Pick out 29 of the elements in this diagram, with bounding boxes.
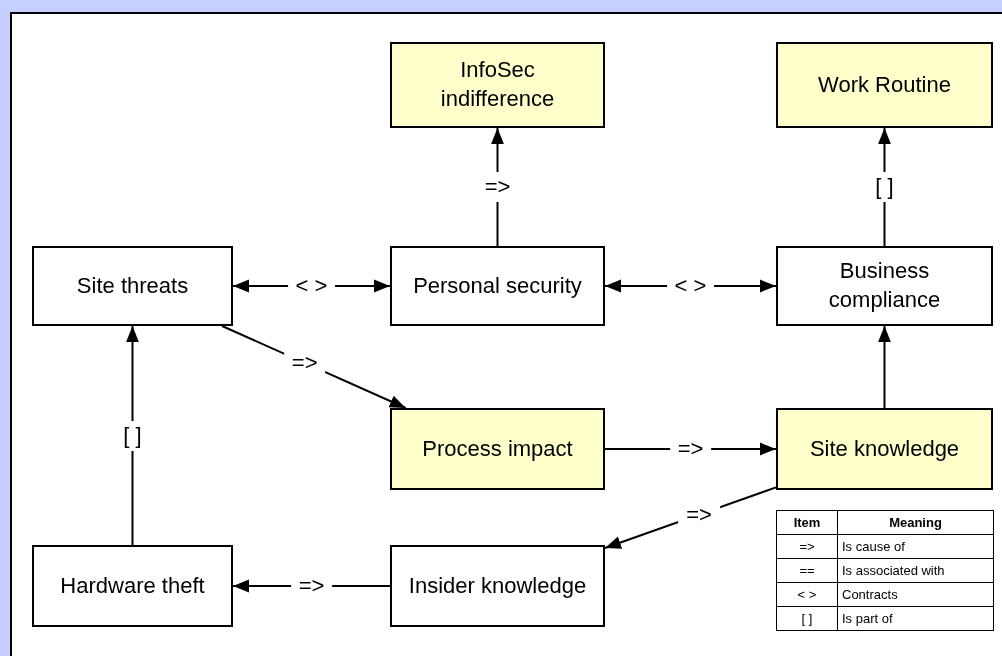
process-box xyxy=(776,42,993,128)
box-label: Hardware theft xyxy=(60,571,205,600)
box-label: Site knowledge xyxy=(809,434,960,463)
process-box xyxy=(32,246,233,326)
box-label: Business compliance xyxy=(827,257,942,314)
table-cell: Is associated with xyxy=(837,558,994,583)
table-cell: Contracts xyxy=(837,582,994,607)
table-cell: Is part of xyxy=(837,606,994,631)
process-box xyxy=(390,246,605,326)
box-label: Insider knowledge xyxy=(408,571,587,600)
process-box xyxy=(390,408,605,490)
table-cell: Item xyxy=(776,510,838,535)
table-cell: == xyxy=(776,558,838,583)
table-cell: Is cause of xyxy=(837,534,994,559)
table-cell: => xyxy=(776,534,838,559)
process-box xyxy=(776,408,993,490)
box-label: Personal security xyxy=(413,271,582,300)
process-box xyxy=(776,246,993,326)
box-label: InfoSec indifference xyxy=(439,56,556,113)
table-cell: Meaning xyxy=(837,510,994,535)
process-box xyxy=(390,545,605,627)
box-label: Process impact xyxy=(422,434,573,463)
table-cell: [ ] xyxy=(776,606,838,631)
box-label: Site threats xyxy=(76,271,189,300)
process-box xyxy=(32,545,233,627)
arrow xyxy=(878,325,891,409)
table-cell: < > xyxy=(776,582,838,607)
process-box xyxy=(390,42,605,128)
box-label: Work Routine xyxy=(818,70,951,99)
